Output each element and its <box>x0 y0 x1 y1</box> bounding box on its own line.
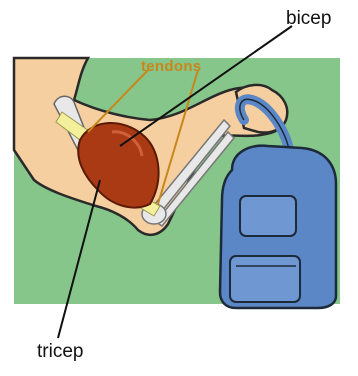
bicep-label: bicep <box>286 8 331 30</box>
tricep-label: tricep <box>37 341 83 363</box>
tendons-label: tendons <box>141 58 201 75</box>
backpack-upper-pocket <box>240 196 296 236</box>
backpack-lower-pocket <box>230 256 300 302</box>
